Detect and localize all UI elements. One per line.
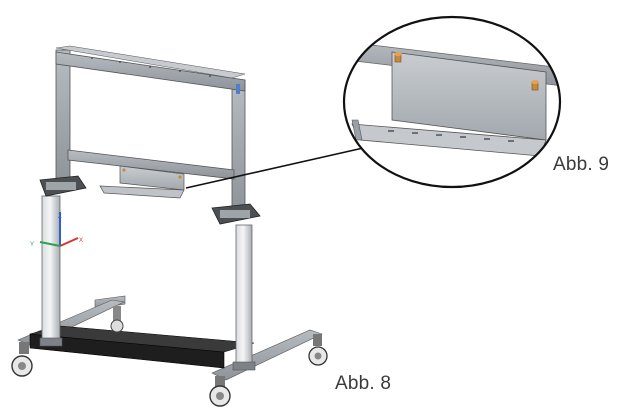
caster-rear-right — [308, 334, 328, 366]
right-column-foot — [232, 361, 256, 371]
callout-leader-line — [185, 145, 373, 189]
figure-caption-main: Abb. 8 — [335, 373, 392, 394]
base-right-leg — [211, 329, 323, 381]
shelf-tray — [99, 165, 185, 199]
mounting-pin-left — [394, 52, 402, 63]
caster-front-left — [11, 342, 33, 377]
middle-rail — [67, 149, 235, 180]
caster-front-right — [209, 376, 231, 407]
callout-detail — [342, 15, 562, 189]
axis-label-y: Y — [30, 242, 34, 248]
axis-indicator: Y Z X — [30, 212, 83, 248]
figure-caption-detail: Abb. 9 — [553, 154, 610, 175]
axis-label-z: Z — [58, 214, 62, 220]
mobile-stand — [11, 45, 380, 407]
blue-marker — [236, 84, 240, 94]
top-rail — [55, 51, 246, 92]
caster-rear-left — [110, 306, 124, 333]
left-column-foot — [39, 337, 63, 347]
mounting-pin-right — [531, 80, 539, 91]
axis-label-x: X — [79, 238, 83, 244]
left-upright — [55, 49, 71, 187]
right-column-lower — [235, 224, 253, 368]
right-upright — [231, 79, 246, 215]
right-clamp — [211, 203, 261, 225]
left-clamp — [39, 175, 87, 197]
callout-border — [342, 15, 562, 189]
